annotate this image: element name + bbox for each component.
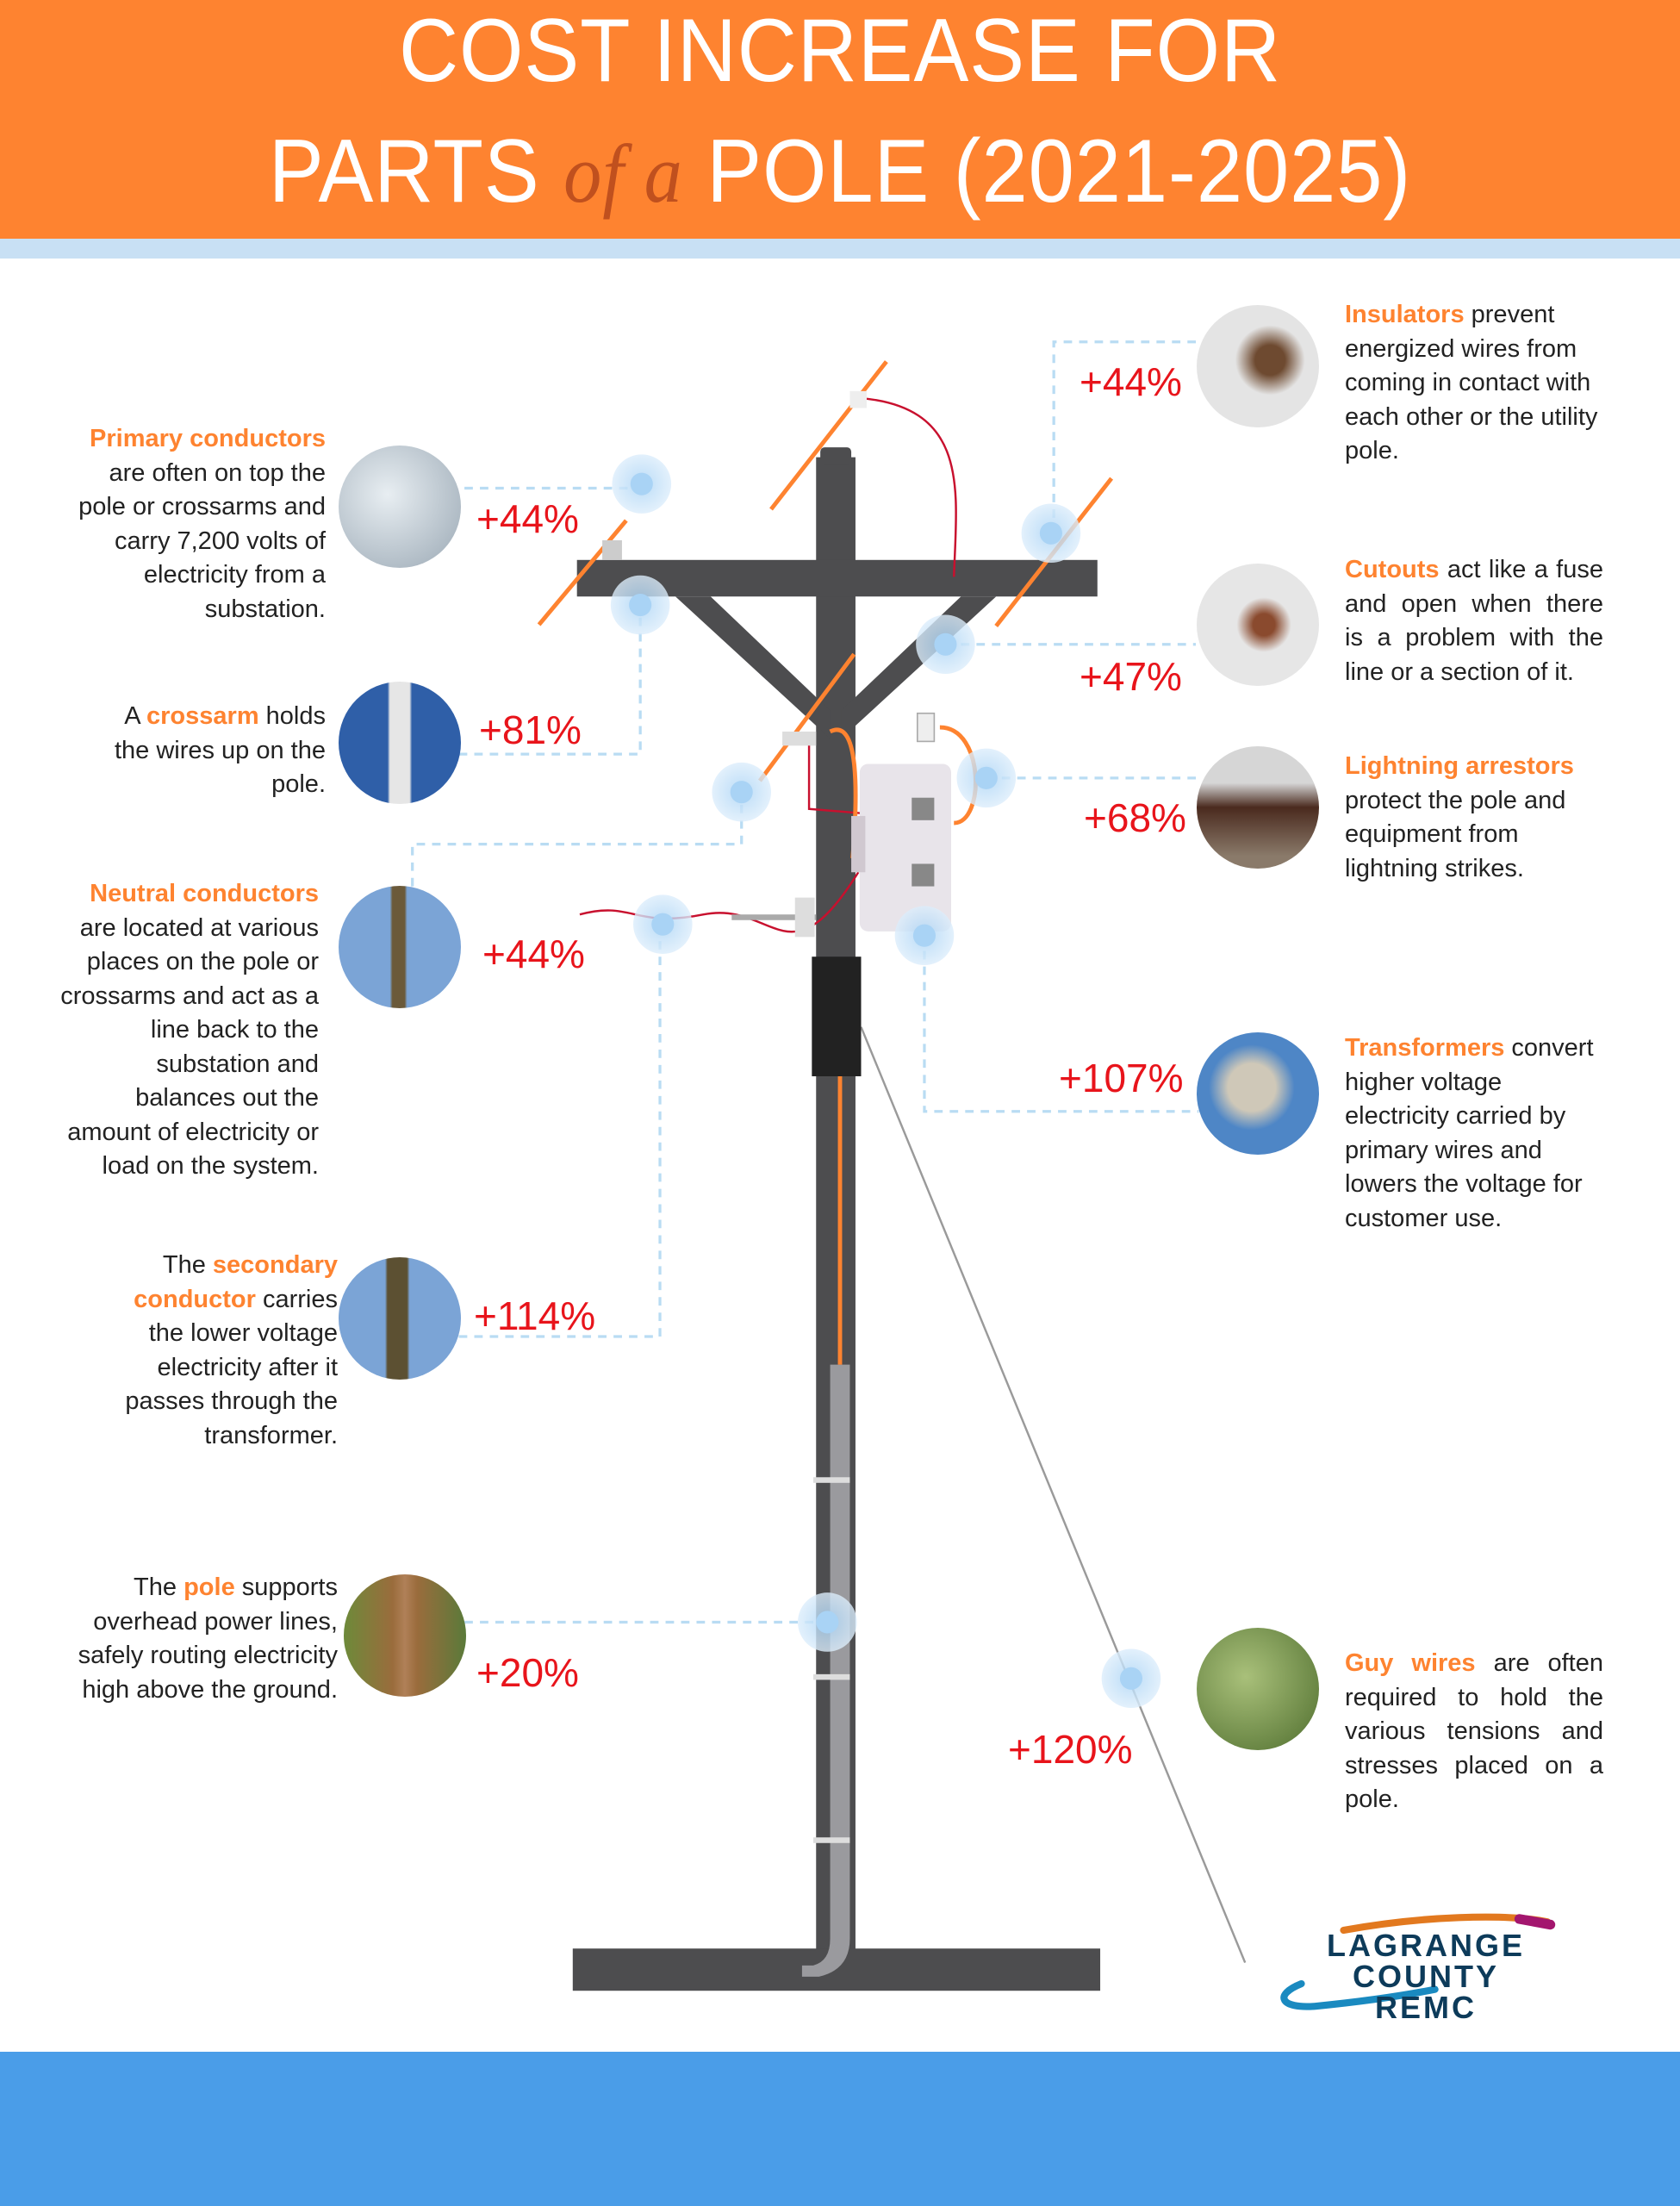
lightning-arrestors-description: Lightning arrestors protect the pole and… [1345,750,1603,886]
pole-description: The pole supports overhead power lines, … [60,1571,338,1707]
title-line-2: PARTS of a POLE (2021-2025) [67,121,1613,223]
neutral-conductors-text: are located at various places on the pol… [60,913,319,1181]
title-pole: POLE (2021-2025) [706,122,1412,221]
secondary-conductor-photo [339,1257,461,1380]
black-band [812,957,862,1076]
logo-swooshes [1280,1913,1556,2010]
pole-photo [344,1574,466,1697]
title-line-1: COST INCREASE FOR [399,1,1281,101]
header-divider [0,239,1680,259]
secondary-conductor-description: The secondary conductor carries the lowe… [95,1249,338,1453]
lightning-arrestors-increase: +68% [1084,795,1186,840]
neutral-conductors-label: Neutral conductors [90,880,319,907]
guy-wires-label: Guy wires [1345,1649,1476,1677]
pole [572,447,1247,1991]
pole-label: pole [184,1573,235,1601]
crossarm-description: A crossarm holds the wires up on the pol… [86,700,326,802]
dashed-leader-lines [411,340,1199,1624]
title-banner: COST INCREASE FOR PARTS of a POLE (2021-… [0,0,1680,239]
insulators-description: Insulators prevent energized wires from … [1345,298,1612,469]
primary-conductors-photo [339,446,461,568]
insulators-photo [1197,305,1319,427]
logo-line-1: LAGRANGE COUNTY [1327,1928,1525,1994]
secondary-conductor-text: carries the lower voltage electricity af… [125,1285,338,1449]
secondary-conductor-increase: +114% [474,1293,596,1338]
secondary-conductor-label: secondary conductor [134,1251,338,1313]
conduit [801,1364,850,1977]
pole-text: supports overhead power lines, safely ro… [78,1573,338,1704]
insulators-label: Insulators [1345,301,1465,328]
cutouts-label: Cutouts [1345,556,1440,583]
title-parts: PARTS [268,122,540,221]
transformer [602,390,978,938]
transformers-increase: +107% [1059,1056,1184,1100]
crossarm-increase: +81% [479,707,582,752]
neutral-conductors-photo [339,886,461,1008]
cutouts-description: Cutouts act like a fuse and open when th… [1345,553,1603,689]
secondary-prefix: The [162,1251,213,1279]
insulators-text: prevent energized wires from coming in c… [1345,301,1598,464]
neutral-conductors-description: Neutral conductors are located at variou… [52,877,319,1184]
transformers-label: Transformers [1345,1034,1505,1062]
guy-wires-photo [1197,1628,1319,1750]
crossarm-prefix: A [124,702,147,730]
footer-bar [0,2052,1680,2206]
transformers-text: convert higher voltage electricity carri… [1345,1034,1594,1232]
neutral-conductors-increase: +44% [482,932,585,976]
logo-line-2: REMC [1375,1990,1477,2025]
primary-conductors-label: Primary conductors [90,425,326,452]
guy-wire [860,1026,1247,1964]
primary-conductors-text: are often on top the pole or crossarms a… [78,458,326,623]
lagrange-county-remc-logo: LAGRANGE COUNTY REMC [1271,1930,1581,2023]
primary-conductors-increase: +44% [476,496,579,541]
title-connector: of a [563,128,683,220]
crossarm-photo [339,682,461,804]
lightning-arrestors-photo [1197,746,1319,869]
transformers-description: Transformers convert higher voltage elec… [1345,1031,1612,1236]
transformers-photo [1197,1032,1319,1155]
cutouts-text: act like a fuse and open when there is a… [1345,556,1603,686]
pole-prefix: The [134,1573,184,1601]
crossarm-label: crossarm [146,702,259,730]
cutouts-increase: +47% [1080,654,1182,699]
pole-increase: +20% [476,1650,579,1695]
primary-conductors-description: Primary conductors are often on top the … [60,422,326,626]
lightning-arrestors-text: protect the pole and equipment from ligh… [1345,786,1566,882]
guy-wires-increase: +120% [1008,1727,1133,1772]
lightning-arrestors-label: Lightning arrestors [1345,752,1574,780]
guy-wires-description: Guy wires are often required to hold the… [1345,1647,1603,1817]
cutouts-photo [1197,564,1319,686]
crossarm-text: holds the wires up on the pole. [114,702,326,798]
hotspot-dots [610,454,1161,1709]
insulators-increase: +44% [1080,359,1182,404]
guy-wires-text: are often required to hold the various t… [1345,1649,1603,1813]
